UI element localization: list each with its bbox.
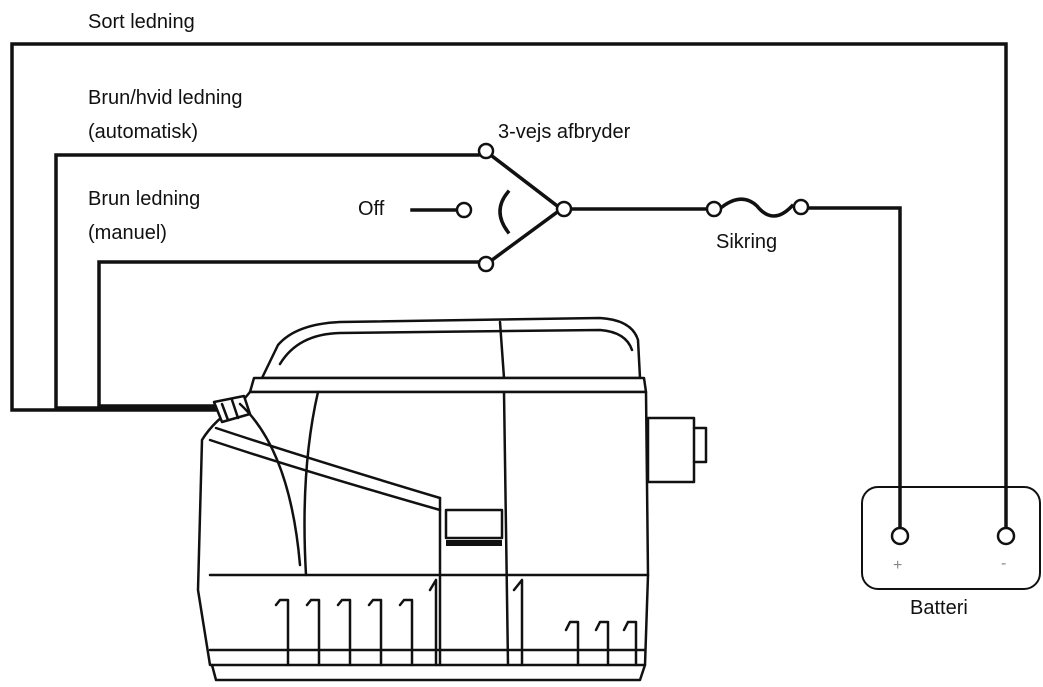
- label-battery: Batteri: [910, 597, 968, 619]
- brown-wire: [97, 260, 480, 408]
- pump-intake-slots: [274, 578, 638, 667]
- label-off: Off: [358, 198, 385, 220]
- black-wire: [10, 42, 1008, 530]
- label-brown-wire: Brun ledning: [88, 188, 200, 210]
- brown-white-wire: [54, 153, 480, 410]
- battery: + -: [861, 486, 1041, 590]
- switch-blade-lower: [489, 210, 559, 263]
- switch-terminal-auto: [477, 142, 495, 160]
- fuse-to-battery-wire: [808, 206, 902, 530]
- fuse-symbol: [705, 197, 810, 218]
- switch-arc: [498, 189, 511, 235]
- pump-outlet: [646, 416, 708, 484]
- label-brown-white-mode: (automatisk): [88, 121, 198, 143]
- fuse-element: [719, 197, 795, 218]
- pump-latch: [444, 508, 504, 540]
- switch-blade-upper: [489, 153, 559, 208]
- three-way-switch: [455, 142, 573, 273]
- battery-plus-sign: +: [893, 557, 902, 574]
- battery-terminal-minus: [996, 526, 1016, 546]
- battery-terminal-plus: [890, 526, 910, 546]
- pump-band: [248, 376, 648, 394]
- pump-cap: [260, 316, 642, 380]
- label-fuse: Sikring: [716, 231, 777, 253]
- label-black-wire: Sort ledning: [88, 11, 195, 33]
- label-switch: 3-vejs afbryder: [498, 121, 631, 143]
- fuse-terminal-left: [705, 200, 723, 218]
- switch-terminal-off: [455, 201, 473, 219]
- battery-case: [861, 486, 1041, 590]
- pump-latch-shadow: [446, 540, 502, 546]
- label-brown-mode: (manuel): [88, 222, 167, 244]
- label-brown-white-wire: Brun/hvid ledning: [88, 87, 243, 109]
- fuse-terminal-right: [792, 198, 810, 216]
- switch-terminal-manual: [477, 255, 495, 273]
- pump-body: [196, 390, 650, 667]
- bilge-pump: [196, 316, 708, 682]
- battery-minus-sign: -: [1001, 555, 1006, 572]
- switch-terminal-common: [555, 200, 573, 218]
